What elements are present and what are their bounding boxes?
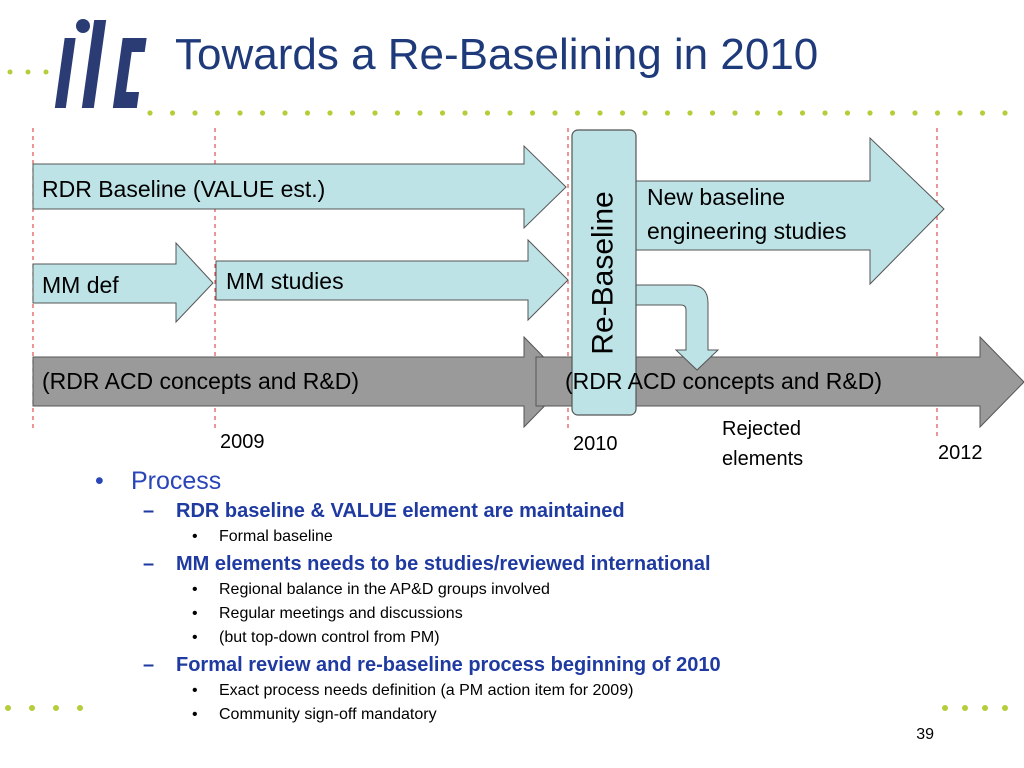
decor-dot: [507, 110, 513, 116]
decor-dot: [574, 110, 581, 116]
rebaseline-label: Re-Baseline: [587, 190, 621, 355]
decor-dot: [192, 110, 198, 116]
decor-dot: [372, 110, 378, 116]
new-baseline-label-line2: engineering studies: [647, 218, 847, 244]
rebaseline-box: [571, 129, 637, 416]
bullet-item3: –Formal review and re-baseline process b…: [143, 654, 721, 676]
bullet-item1-sub1-text: Formal baseline: [219, 528, 333, 545]
new-baseline-arrow: [635, 136, 945, 286]
rejected-label-line1: Rejected: [722, 418, 801, 440]
decor-dot: [979, 110, 986, 116]
bullet-item2: –MM elements needs to be studies/reviewe…: [143, 553, 711, 575]
acd-right-label: (RDR ACD concepts and R&D): [565, 368, 882, 394]
bullet-item2-sub1-text: Regional balance in the AP&D groups invo…: [219, 581, 550, 598]
decor-dot: [889, 110, 896, 116]
bullet-process-text: Process: [131, 467, 222, 495]
decor-dot: [462, 110, 468, 116]
bullet-list: •Process –RDR baseline & VALUE element a…: [95, 466, 975, 727]
slide-title: Towards a Re-Baselining in 2010: [175, 30, 819, 79]
decor-dot: [844, 110, 851, 116]
bullet-process: •Process: [95, 467, 222, 495]
rebaseline-label-container: Re-Baseline: [572, 130, 636, 415]
bullet-item3-sub2: •Community sign-off mandatory: [192, 706, 437, 723]
decor-dot: [597, 110, 603, 116]
bullet-item3-sub2-text: Community sign-off mandatory: [219, 706, 437, 723]
year-2010: 2010: [573, 433, 618, 455]
bullet-item3-sub1-text: Exact process needs definition (a PM act…: [219, 682, 634, 699]
bullet-item2-sub3: •(but top-down control from PM): [192, 629, 440, 646]
title-underline-dots: [147, 110, 1008, 116]
decor-dot: [327, 110, 333, 116]
decor-dot: [282, 110, 288, 116]
bottom-right-dots: [942, 705, 1008, 711]
decor-dot: [732, 110, 738, 116]
bullet-item1-text: RDR baseline & VALUE element are maintai…: [176, 500, 625, 522]
decor-dot: [147, 110, 153, 116]
rdr-baseline-arrow: [32, 144, 567, 230]
year-2009: 2009: [220, 431, 265, 453]
bullet-item2-text: MM elements needs to be studies/reviewed…: [176, 553, 711, 575]
decor-dot: [664, 110, 671, 116]
ilc-logo: [54, 19, 147, 108]
bullet-item1-sub1: •Formal baseline: [192, 528, 333, 545]
decor-dot: [799, 110, 806, 116]
bullet-item3-sub1: •Exact process needs definition (a PM ac…: [192, 682, 634, 699]
bullet-item1: –RDR baseline & VALUE element are mainta…: [143, 500, 625, 522]
decor-dot: [349, 110, 356, 116]
decor-dot: [709, 110, 716, 116]
decor-dot: [552, 110, 558, 116]
decor-dot: [259, 110, 266, 116]
bullet-item2-sub2: •Regular meetings and discussions: [192, 605, 463, 622]
mm-def-label: MM def: [42, 272, 119, 298]
decor-dot: [957, 110, 963, 116]
decor-dot: [934, 110, 941, 116]
bottom-left-dots: [5, 705, 83, 711]
decor-dot: [237, 110, 243, 116]
rejected-bent-arrow: [635, 284, 720, 371]
top-dotted-line: [7, 69, 67, 75]
decor-dot: [822, 110, 828, 116]
decor-dot: [867, 110, 873, 116]
bullet-item2-sub2-text: Regular meetings and discussions: [219, 605, 463, 622]
decor-dot: [304, 110, 311, 116]
acd-left-label: (RDR ACD concepts and R&D): [42, 368, 359, 394]
mm-studies-label: MM studies: [226, 268, 344, 294]
decor-dot: [619, 110, 626, 116]
decor-dot: [642, 110, 648, 116]
decor-dot: [214, 110, 221, 116]
decor-dot: [169, 110, 176, 116]
decor-dot: [687, 110, 693, 116]
decor-dot: [529, 110, 536, 116]
bullet-item2-sub3-text: (but top-down control from PM): [219, 629, 440, 646]
mm-def-arrow: [32, 241, 214, 324]
decor-dot: [439, 110, 446, 116]
year-2012: 2012: [938, 442, 983, 464]
rejected-label-line2: elements: [722, 448, 804, 470]
decor-dot: [777, 110, 783, 116]
bullet-item2-sub1: •Regional balance in the AP&D groups inv…: [192, 581, 550, 598]
decor-dot: [754, 110, 761, 116]
rdr-baseline-label: RDR Baseline (VALUE est.): [42, 176, 326, 202]
mm-studies-arrow: [215, 238, 569, 322]
decor-dot: [912, 110, 918, 116]
decor-dot: [484, 110, 491, 116]
new-baseline-label-line1: New baseline: [647, 184, 786, 210]
decor-dot: [417, 110, 423, 116]
decor-dot: [1002, 110, 1008, 116]
bullet-item3-text: Formal review and re-baseline process be…: [176, 654, 721, 676]
page-number: 39: [916, 726, 934, 743]
decor-dot: [394, 110, 401, 116]
